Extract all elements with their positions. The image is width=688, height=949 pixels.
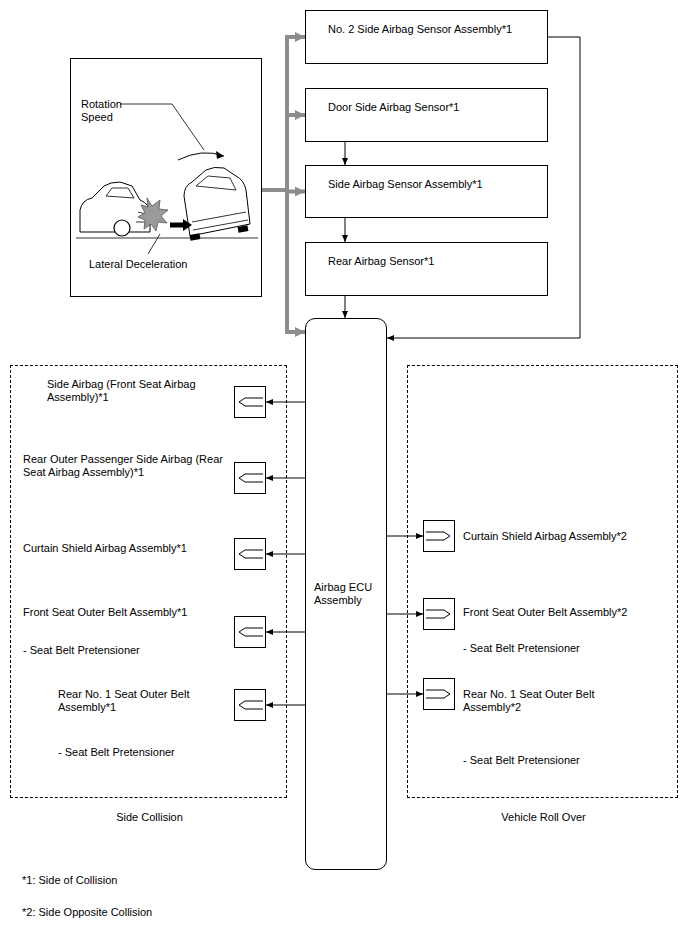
squib-symbol — [426, 610, 450, 618]
component-label: - Seat Belt Pretensioner — [58, 746, 228, 759]
squib-symbol — [239, 701, 263, 709]
car-tire — [238, 225, 249, 233]
sensor-label: Door Side Airbag Sensor*1 — [328, 101, 459, 114]
squib-symbol — [239, 474, 263, 482]
component-label: - Seat Belt Pretensioner — [463, 642, 673, 655]
squib-icon — [234, 462, 266, 494]
region-caption: Vehicle Roll Over — [408, 811, 679, 824]
sensor-label: No. 2 Side Airbag Sensor Assembly*1 — [328, 23, 512, 36]
squib-icon — [423, 678, 455, 710]
sensing-arrow — [262, 190, 305, 332]
deceleration-arrow — [170, 223, 184, 228]
component-label: Rear No. 1 Seat Outer Belt Assembly*2 — [463, 688, 623, 714]
leader-line — [120, 104, 204, 150]
impact-burst — [138, 198, 168, 231]
squib-item: Front Seat Outer Belt Assembly*2 - Seat B… — [423, 598, 673, 655]
squib-symbol — [239, 550, 263, 558]
squib-symbol — [426, 532, 450, 540]
component-label: Front Seat Outer Belt Assembly*2 — [463, 606, 673, 619]
sensor-label: Rear Airbag Sensor*1 — [328, 255, 434, 268]
illustration-box: Rotation SpeedLateral Deceleration — [70, 58, 262, 297]
signal-line — [266, 554, 305, 555]
sensor-box: Side Airbag Sensor Assembly*1 — [305, 165, 548, 218]
component-label: Front Seat Outer Belt Assembly*1 — [23, 606, 223, 619]
squib-item: Side Airbag (Front Seat Airbag Assembly)… — [47, 378, 266, 418]
component-label: Rear No. 1 Seat Outer Belt Assembly*1 — [58, 688, 218, 714]
component-label: Side Airbag (Front Seat Airbag Assembly)… — [47, 378, 227, 404]
squib-symbol — [239, 628, 263, 636]
component-label: Rear Outer Passenger Side Airbag (Rear S… — [23, 453, 223, 479]
signal-line — [345, 218, 346, 242]
dashed-region: Vehicle Roll OverCurtain Shield Airbag A… — [407, 365, 678, 798]
squib-symbol — [239, 398, 263, 406]
car-window — [196, 176, 236, 190]
squib-frame — [235, 463, 266, 494]
squib-symbol — [426, 690, 450, 698]
signal-line — [387, 614, 423, 615]
sensing-arrow — [262, 37, 305, 190]
illustration-label: Lateral Deceleration — [89, 258, 219, 271]
car-wheel — [114, 220, 130, 236]
squib-item: Curtain Shield Airbag Assembly*1 — [23, 538, 266, 570]
component-label: - Seat Belt Pretensioner — [463, 754, 643, 767]
squib-icon — [234, 386, 266, 418]
region-caption: Side Collision — [11, 811, 288, 824]
illustration-label: Rotation Speed — [81, 98, 141, 124]
squib-frame — [424, 521, 455, 552]
squib-frame — [235, 539, 266, 570]
signal-line — [387, 694, 423, 695]
illustration-group — [76, 104, 258, 254]
signal-line — [266, 632, 305, 633]
dashed-region: Side CollisionSide Airbag (Front Seat Ai… — [10, 365, 287, 798]
component-label: - Seat Belt Pretensioner — [23, 644, 223, 657]
squib-item: Rear No. 1 Seat Outer Belt Assembly*2 - S… — [423, 678, 643, 767]
rotation-arrow-head — [216, 151, 224, 159]
squib-frame — [235, 387, 266, 418]
sensor-box: Rear Airbag Sensor*1 — [305, 242, 548, 296]
squib-frame — [235, 617, 266, 648]
car-tire — [190, 233, 201, 241]
sensor-box: No. 2 Side Airbag Sensor Assembly*1 — [305, 10, 548, 64]
sensor-label: Side Airbag Sensor Assembly*1 — [328, 178, 483, 191]
squib-icon — [234, 689, 266, 721]
signal-line — [387, 536, 423, 537]
ecu-label: Airbag ECU Assembly — [314, 581, 378, 607]
squib-item: Curtain Shield Airbag Assembly*2 — [423, 520, 673, 552]
squib-item: Rear No. 1 Seat Outer Belt Assembly*1 - S… — [58, 688, 266, 759]
squib-frame — [235, 690, 266, 721]
struck-car — [184, 167, 250, 236]
ecu-box: Airbag ECU Assembly — [305, 318, 387, 870]
squib-frame — [424, 679, 455, 710]
footnote: *2: Side Opposite Collision — [22, 906, 152, 919]
signal-line — [345, 296, 346, 318]
car-window — [106, 188, 134, 198]
sensing-arrow — [262, 115, 305, 190]
squib-icon — [234, 616, 266, 648]
signal-line — [266, 705, 305, 706]
signal-line — [266, 478, 305, 479]
footnote: *1: Side of Collision — [22, 874, 117, 887]
squib-item: Rear Outer Passenger Side Airbag (Rear S… — [23, 453, 266, 494]
component-label: Curtain Shield Airbag Assembly*1 — [23, 542, 223, 555]
deceleration-arrow-head — [183, 219, 192, 231]
component-label: Curtain Shield Airbag Assembly*2 — [463, 530, 673, 543]
squib-frame — [424, 599, 455, 630]
ground-line — [76, 238, 258, 239]
signal-line — [266, 402, 305, 403]
leader-line — [148, 234, 160, 254]
squib-icon — [423, 520, 455, 552]
sensor-box: Door Side Airbag Sensor*1 — [305, 88, 548, 142]
squib-icon — [423, 598, 455, 630]
signal-line — [345, 142, 346, 165]
squib-icon — [234, 538, 266, 570]
squib-item: Front Seat Outer Belt Assembly*1 - Seat B… — [23, 606, 266, 657]
